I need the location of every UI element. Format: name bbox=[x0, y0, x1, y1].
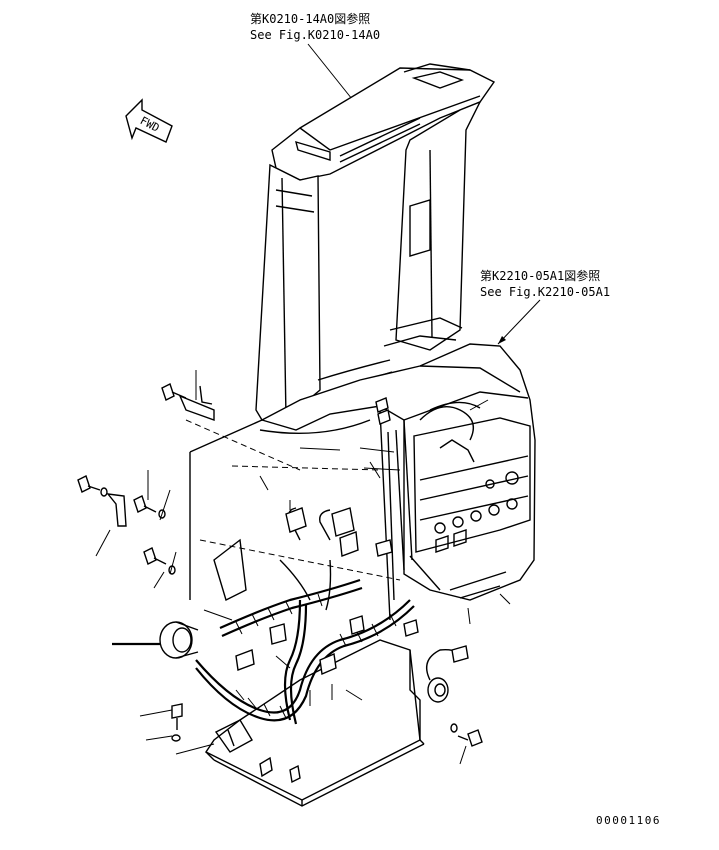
switch-icon bbox=[452, 516, 464, 528]
right-reference-jp: 第K2210-05A1図参照 bbox=[480, 268, 600, 283]
fasteners bbox=[77, 383, 483, 747]
bolt-icon bbox=[171, 703, 183, 719]
washer-icon bbox=[450, 723, 458, 733]
callout-lines bbox=[95, 370, 511, 765]
connector-icon bbox=[285, 507, 307, 533]
knob-icon bbox=[485, 479, 495, 489]
drawing-number: 00001106 bbox=[596, 814, 661, 827]
top-reference-leader bbox=[307, 43, 357, 105]
connector-icon bbox=[349, 615, 365, 635]
switch-icon bbox=[434, 522, 446, 534]
right-reference-arrowhead bbox=[498, 336, 506, 344]
rops-frame bbox=[255, 63, 496, 421]
right-reference-leader bbox=[497, 299, 541, 345]
bolt-icon bbox=[143, 547, 157, 565]
floor-plate bbox=[204, 639, 425, 807]
switch-icon bbox=[470, 510, 482, 522]
lower-frame bbox=[185, 409, 401, 621]
bolt-icon bbox=[161, 383, 175, 401]
washer-icon bbox=[158, 509, 166, 519]
knob-icon bbox=[505, 471, 519, 485]
connector-icon bbox=[339, 531, 359, 557]
bracket-icon bbox=[106, 493, 127, 527]
connector-icon bbox=[331, 507, 355, 537]
fwd-arrow-icon: FWD bbox=[125, 98, 173, 143]
bolt-icon bbox=[467, 729, 483, 747]
connector-icon bbox=[375, 539, 393, 557]
lamp-plug-component bbox=[403, 619, 469, 703]
connector-icon bbox=[269, 623, 287, 645]
horn-component bbox=[159, 621, 199, 659]
right-reference-en: See Fig.K2210-05A1 bbox=[480, 285, 610, 299]
washer-icon bbox=[100, 487, 108, 497]
top-reference-jp: 第K0210-14A0図参照 bbox=[250, 11, 370, 26]
connector-icon bbox=[319, 652, 337, 676]
switch-icon bbox=[506, 498, 518, 510]
wire-harness bbox=[195, 507, 415, 725]
bolt-icon bbox=[133, 495, 147, 513]
console-housing bbox=[260, 343, 536, 601]
bolt-icon bbox=[77, 475, 91, 493]
bracket-icon bbox=[178, 394, 215, 421]
top-reference-en: See Fig.K0210-14A0 bbox=[250, 28, 380, 42]
switch-icon bbox=[488, 504, 500, 516]
connector-icon bbox=[235, 649, 255, 671]
washer-icon bbox=[171, 734, 181, 742]
